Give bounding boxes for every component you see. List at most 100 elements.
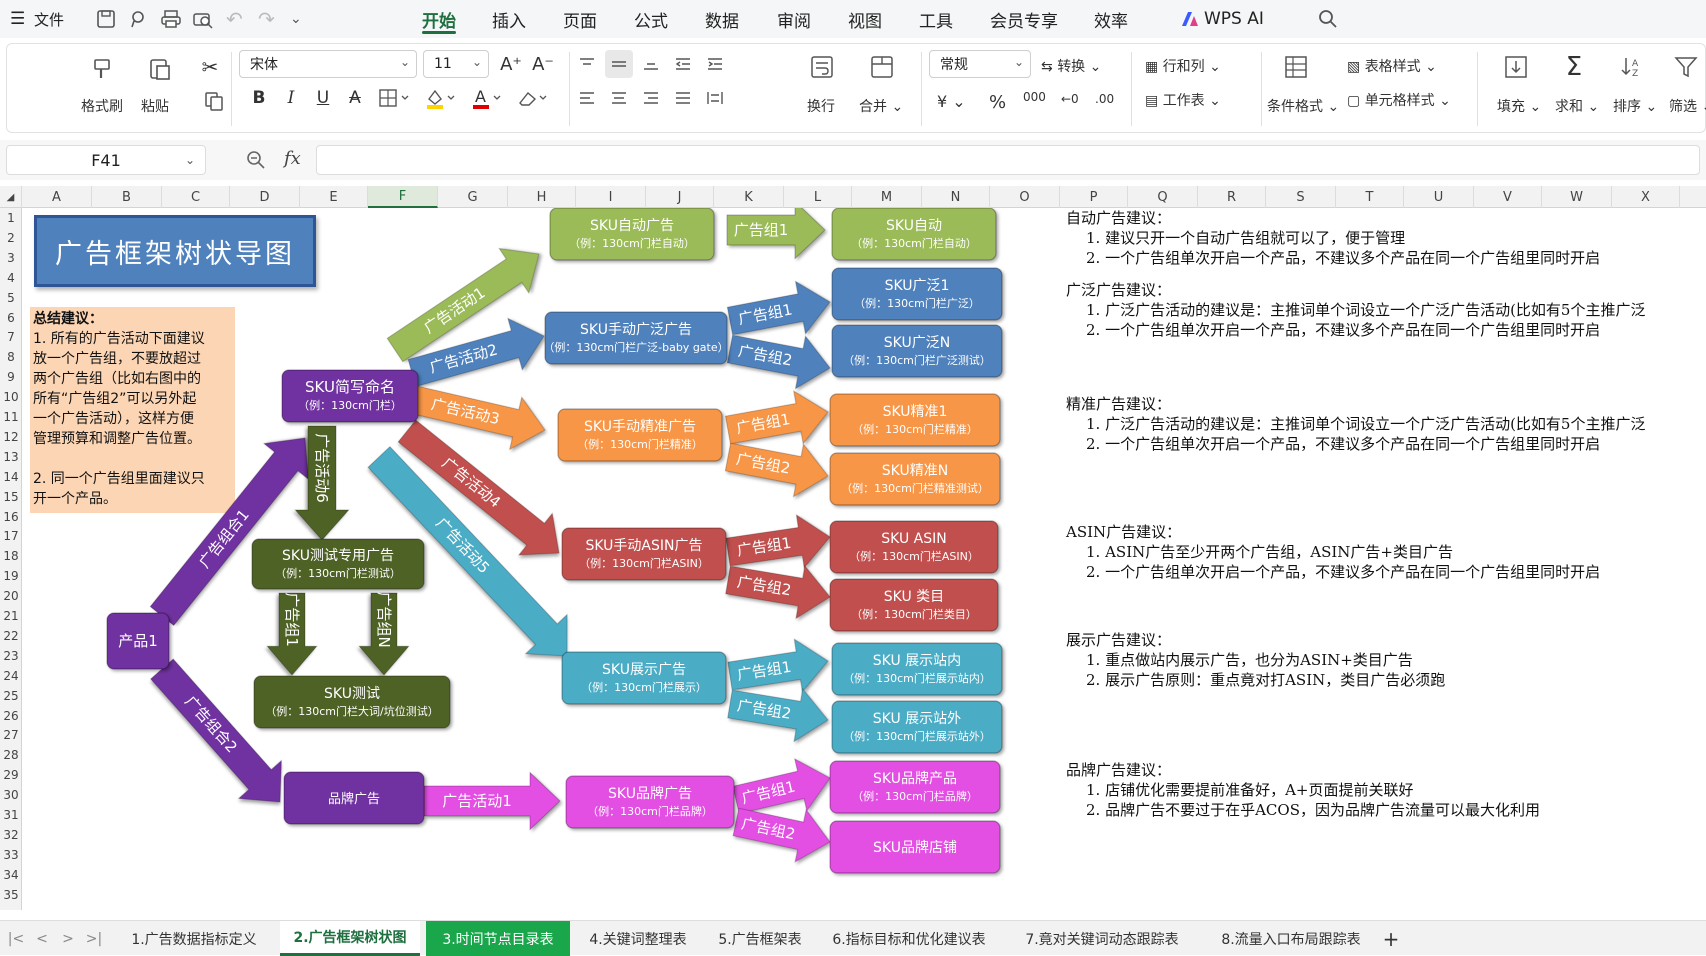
paste-icon[interactable] [145, 54, 175, 84]
merge-cells-label[interactable]: 合并 ⌄ [859, 99, 904, 115]
worksheet-button[interactable]: ▤ 工作表 ⌄ [1145, 93, 1221, 109]
print-icon[interactable] [160, 0, 182, 38]
tab-home[interactable]: 开始 [422, 0, 456, 38]
column-header-a[interactable]: A [22, 186, 92, 208]
last-sheet-icon[interactable]: >| [85, 930, 103, 947]
italic-icon[interactable]: I [287, 88, 295, 108]
align-left-icon[interactable] [573, 84, 601, 112]
row-header[interactable]: 22 [3, 628, 19, 643]
row-header[interactable]: 18 [3, 549, 19, 564]
decrease-font-icon[interactable]: A⁻ [532, 53, 554, 75]
sum-icon[interactable]: Σ [1565, 52, 1583, 82]
column-header-e[interactable]: E [300, 186, 368, 208]
row-header[interactable]: 24 [3, 668, 19, 683]
undo-icon[interactable]: ↶ [226, 7, 243, 31]
column-header-o[interactable]: O [990, 186, 1060, 208]
format-painter-icon[interactable] [87, 54, 117, 84]
row-header[interactable]: 26 [3, 708, 19, 723]
wrap-text-label[interactable]: 换行 [807, 99, 835, 115]
column-header-g[interactable]: G [438, 186, 508, 208]
menu-file[interactable]: 文件 [34, 10, 65, 29]
column-header-l[interactable]: L [784, 186, 852, 208]
row-header[interactable]: 9 [7, 370, 15, 385]
row-header[interactable]: 15 [3, 489, 19, 504]
column-header-k[interactable]: K [714, 186, 784, 208]
row-header[interactable]: 8 [7, 350, 15, 365]
border-icon[interactable] [375, 84, 415, 112]
name-box[interactable]: F41⌄ [6, 145, 206, 175]
row-header[interactable]: 30 [3, 788, 19, 803]
column-header-r[interactable]: R [1198, 186, 1266, 208]
column-header-w[interactable]: W [1542, 186, 1612, 208]
align-center-icon[interactable] [605, 84, 633, 112]
paste-label[interactable]: 粘贴 [141, 99, 169, 115]
sheet-tab[interactable]: 2.广告框架树状图 [280, 921, 420, 956]
fill-icon[interactable] [1501, 52, 1531, 82]
tab-insert[interactable]: 插入 [492, 11, 526, 32]
clear-format-icon[interactable] [513, 84, 553, 112]
percent-icon[interactable]: % [989, 92, 1007, 113]
format-painter-label[interactable]: 格式刷 [81, 99, 123, 115]
redo-icon[interactable]: ↷ [258, 7, 275, 31]
column-header-p[interactable]: P [1060, 186, 1128, 208]
row-header[interactable]: 20 [3, 589, 19, 604]
row-header[interactable]: 25 [3, 688, 19, 703]
column-header-n[interactable]: N [922, 186, 990, 208]
underline-icon[interactable]: U [316, 88, 330, 108]
row-header[interactable]: 34 [3, 867, 19, 882]
column-header-j[interactable]: J [646, 186, 714, 208]
row-header[interactable]: 5 [7, 290, 15, 305]
row-header[interactable]: 7 [7, 330, 15, 345]
column-header-t[interactable]: T [1336, 186, 1404, 208]
row-header[interactable]: 3 [7, 250, 15, 265]
align-top-icon[interactable] [573, 50, 601, 78]
row-header[interactable]: 28 [3, 748, 19, 763]
wps-ai-icon[interactable] [1180, 0, 1200, 38]
table-style-button[interactable]: ▧ 表格样式 ⌄ [1347, 59, 1437, 75]
conditional-format-icon[interactable] [1281, 52, 1311, 82]
sheet-tab[interactable]: 5.广告框架表 [718, 931, 802, 948]
sheet-tab[interactable]: 7.竟对关键词动态跟踪表 [1025, 931, 1179, 948]
currency-icon[interactable]: ¥ ⌄ [937, 92, 966, 111]
font-name-select[interactable]: 宋体⌄ [239, 50, 417, 78]
tab-page[interactable]: 页面 [563, 11, 597, 32]
wps-ai-label[interactable]: WPS AI [1204, 9, 1264, 29]
font-size-select[interactable]: 11⌄ [423, 50, 489, 78]
tab-member[interactable]: 会员专享 [990, 11, 1058, 32]
row-header[interactable]: 11 [3, 410, 19, 424]
tab-data[interactable]: 数据 [705, 11, 739, 32]
first-sheet-icon[interactable]: |< [7, 930, 25, 947]
thousands-icon[interactable]: 000 [1023, 90, 1046, 104]
add-sheet-button[interactable]: + [1382, 926, 1400, 951]
print-preview-icon[interactable] [192, 0, 214, 38]
sheet-canvas[interactable]: 广告框架树状导图 总结建议： 1. 所有的广告活动下面建议 放一个广告组，不要放… [22, 208, 1706, 910]
next-sheet-icon[interactable]: > [62, 930, 74, 947]
row-header[interactable]: 6 [7, 310, 15, 325]
increase-font-icon[interactable]: A⁺ [500, 53, 522, 75]
cut-icon[interactable]: ✂ [201, 55, 219, 79]
row-header[interactable]: 21 [3, 609, 19, 623]
search-icon[interactable] [1318, 0, 1338, 38]
copy-icon[interactable] [199, 88, 233, 116]
sheet-tab[interactable]: 4.关键词整理表 [589, 931, 687, 948]
column-header-f[interactable]: F [368, 186, 438, 208]
share-icon[interactable] [128, 0, 148, 38]
column-header-x[interactable]: X [1612, 186, 1680, 208]
sort-label[interactable]: 排序 ⌄ [1613, 99, 1658, 115]
fill-label[interactable]: 填充 ⌄ [1497, 99, 1542, 115]
row-header[interactable]: 35 [3, 887, 19, 902]
zoom-icon[interactable] [246, 150, 266, 174]
convert-button[interactable]: ⇆ 转换 ⌄ [1041, 59, 1102, 75]
cell-style-button[interactable]: ▢ 单元格样式 ⌄ [1347, 93, 1451, 109]
hamburger-icon[interactable]: ☰ [10, 9, 26, 29]
rows-cols-button[interactable]: ▦ 行和列 ⌄ [1145, 59, 1221, 75]
chevron-down-icon[interactable]: ⌄ [290, 11, 302, 27]
row-header[interactable]: 33 [3, 847, 19, 862]
filter-icon[interactable] [1671, 52, 1701, 82]
column-header-h[interactable]: H [508, 186, 576, 208]
function-icon[interactable]: fx [284, 148, 301, 169]
merge-cells-icon[interactable] [867, 52, 897, 82]
sheet-tab[interactable]: 8.流量入口布局跟踪表 [1221, 931, 1361, 948]
decrease-decimal-icon[interactable]: .00 [1095, 92, 1115, 106]
prev-sheet-icon[interactable]: < [36, 930, 48, 947]
